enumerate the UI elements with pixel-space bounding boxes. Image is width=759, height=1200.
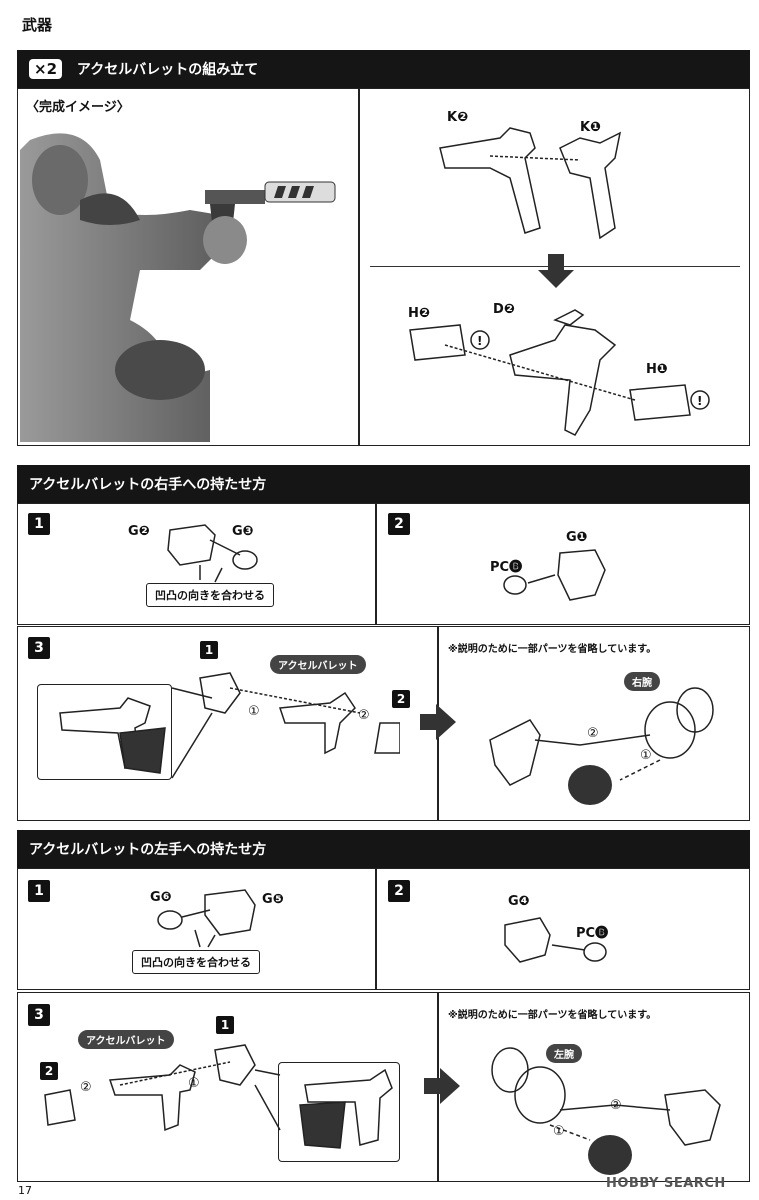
left-next-arrow-icon xyxy=(424,1068,460,1104)
label-h2: H❷ xyxy=(408,306,430,321)
assembly-title: アクセルバレットの組み立て xyxy=(76,62,259,78)
right-arm-assembly-diagram xyxy=(489,687,714,805)
left-arm-pill: 左腕 xyxy=(546,1044,582,1063)
align-direction-tag: 凹凸の向きを合わせる xyxy=(146,583,274,607)
right-detail-inset xyxy=(37,684,172,780)
right-omission-note: ※説明のために一部パーツを省略しています。 xyxy=(448,644,657,655)
left-step3-panel xyxy=(17,992,750,1182)
left-num2: ② xyxy=(80,1080,92,1095)
left-step1-number: 1 xyxy=(28,880,50,902)
assembly-divider xyxy=(358,88,360,446)
label-g5: G❺ xyxy=(262,892,284,907)
page-number: 17 xyxy=(18,1184,32,1197)
label-pc-b: PC🅑 xyxy=(490,560,523,575)
gun-parts-h-d-diagram: ! ! xyxy=(409,309,710,436)
left-arm-num2: ② xyxy=(610,1098,622,1113)
down-arrow-icon xyxy=(538,254,574,288)
label-g1: G❶ xyxy=(566,530,588,545)
left-step3-number: 3 xyxy=(28,1004,50,1026)
right-part1-badge: 1 xyxy=(200,641,218,659)
right-step2-panel xyxy=(376,503,750,625)
label-g4: G❹ xyxy=(508,894,530,909)
label-d2: D❷ xyxy=(493,302,515,317)
label-h1: H❶ xyxy=(646,362,668,377)
hand-g1-pc-diagram xyxy=(503,549,606,601)
left-hand-gun-diagram xyxy=(44,1044,393,1149)
left-arm-num1: ① xyxy=(553,1124,565,1139)
completed-figure-image xyxy=(20,133,336,442)
accel-bullet-pill: アクセルバレット xyxy=(270,655,366,674)
right-step1-panel xyxy=(17,503,376,625)
svg-text:!: ! xyxy=(697,394,702,408)
page-title: 武器 xyxy=(22,16,53,34)
left-detail-inset xyxy=(278,1062,400,1162)
label-k1: K❶ xyxy=(580,120,602,135)
left-accel-bullet-pill: アクセルバレット xyxy=(78,1030,174,1049)
right-arm-pill: 右腕 xyxy=(624,672,660,691)
left-num1: ① xyxy=(188,1076,200,1091)
label-g3: G❸ xyxy=(232,524,254,539)
left-step2-number: 2 xyxy=(388,880,410,902)
right-part2-badge: 2 xyxy=(392,690,410,708)
right-arm-num2: ② xyxy=(587,726,599,741)
right-step2-number: 2 xyxy=(388,513,410,535)
label-g6: G❻ xyxy=(150,890,172,905)
right-hand-gun-diagram xyxy=(59,672,400,779)
right-num1: ① xyxy=(248,704,260,719)
next-arrow-icon xyxy=(420,704,456,740)
svg-text:!: ! xyxy=(477,334,482,348)
complete-image-caption: 〈完成イメージ〉 xyxy=(26,100,130,115)
left-omission-note: ※説明のために一部パーツを省略しています。 xyxy=(448,1010,657,1021)
right-step3-number: 3 xyxy=(28,637,50,659)
hand-g4-pc-diagram xyxy=(504,917,607,963)
multiplier-badge: ×2 xyxy=(29,59,63,79)
label-g2: G❷ xyxy=(128,524,150,539)
assembly-header: ×2 アクセルバレットの組み立て xyxy=(17,50,750,88)
left-arm-assembly-diagram xyxy=(491,1047,721,1175)
gun-parts-k-diagram xyxy=(439,127,622,240)
right-arm-num1: ① xyxy=(640,748,652,763)
left-part1-badge: 1 xyxy=(216,1016,234,1034)
label-k2: K❷ xyxy=(447,110,469,125)
left-part2-badge: 2 xyxy=(40,1062,58,1080)
hand-g-parts-diagram xyxy=(167,524,258,583)
left-hand-header: アクセルバレットの左手への持たせ方 xyxy=(17,830,750,868)
left-hand-g-parts-diagram xyxy=(157,889,256,948)
right-step1-number: 1 xyxy=(28,513,50,535)
right-hand-header: アクセルバレットの右手への持たせ方 xyxy=(17,465,750,503)
hobby-search-watermark: HOBBY SEARCH xyxy=(606,1176,726,1191)
left-label-pc-b: PC🅑 xyxy=(576,926,609,941)
assembly-panel xyxy=(17,88,750,446)
right-step3-panel xyxy=(17,626,750,821)
left-step2-panel xyxy=(376,868,750,990)
right-num2: ② xyxy=(358,708,370,723)
left-step1-panel xyxy=(17,868,376,990)
left-align-direction-tag: 凹凸の向きを合わせる xyxy=(132,950,260,974)
